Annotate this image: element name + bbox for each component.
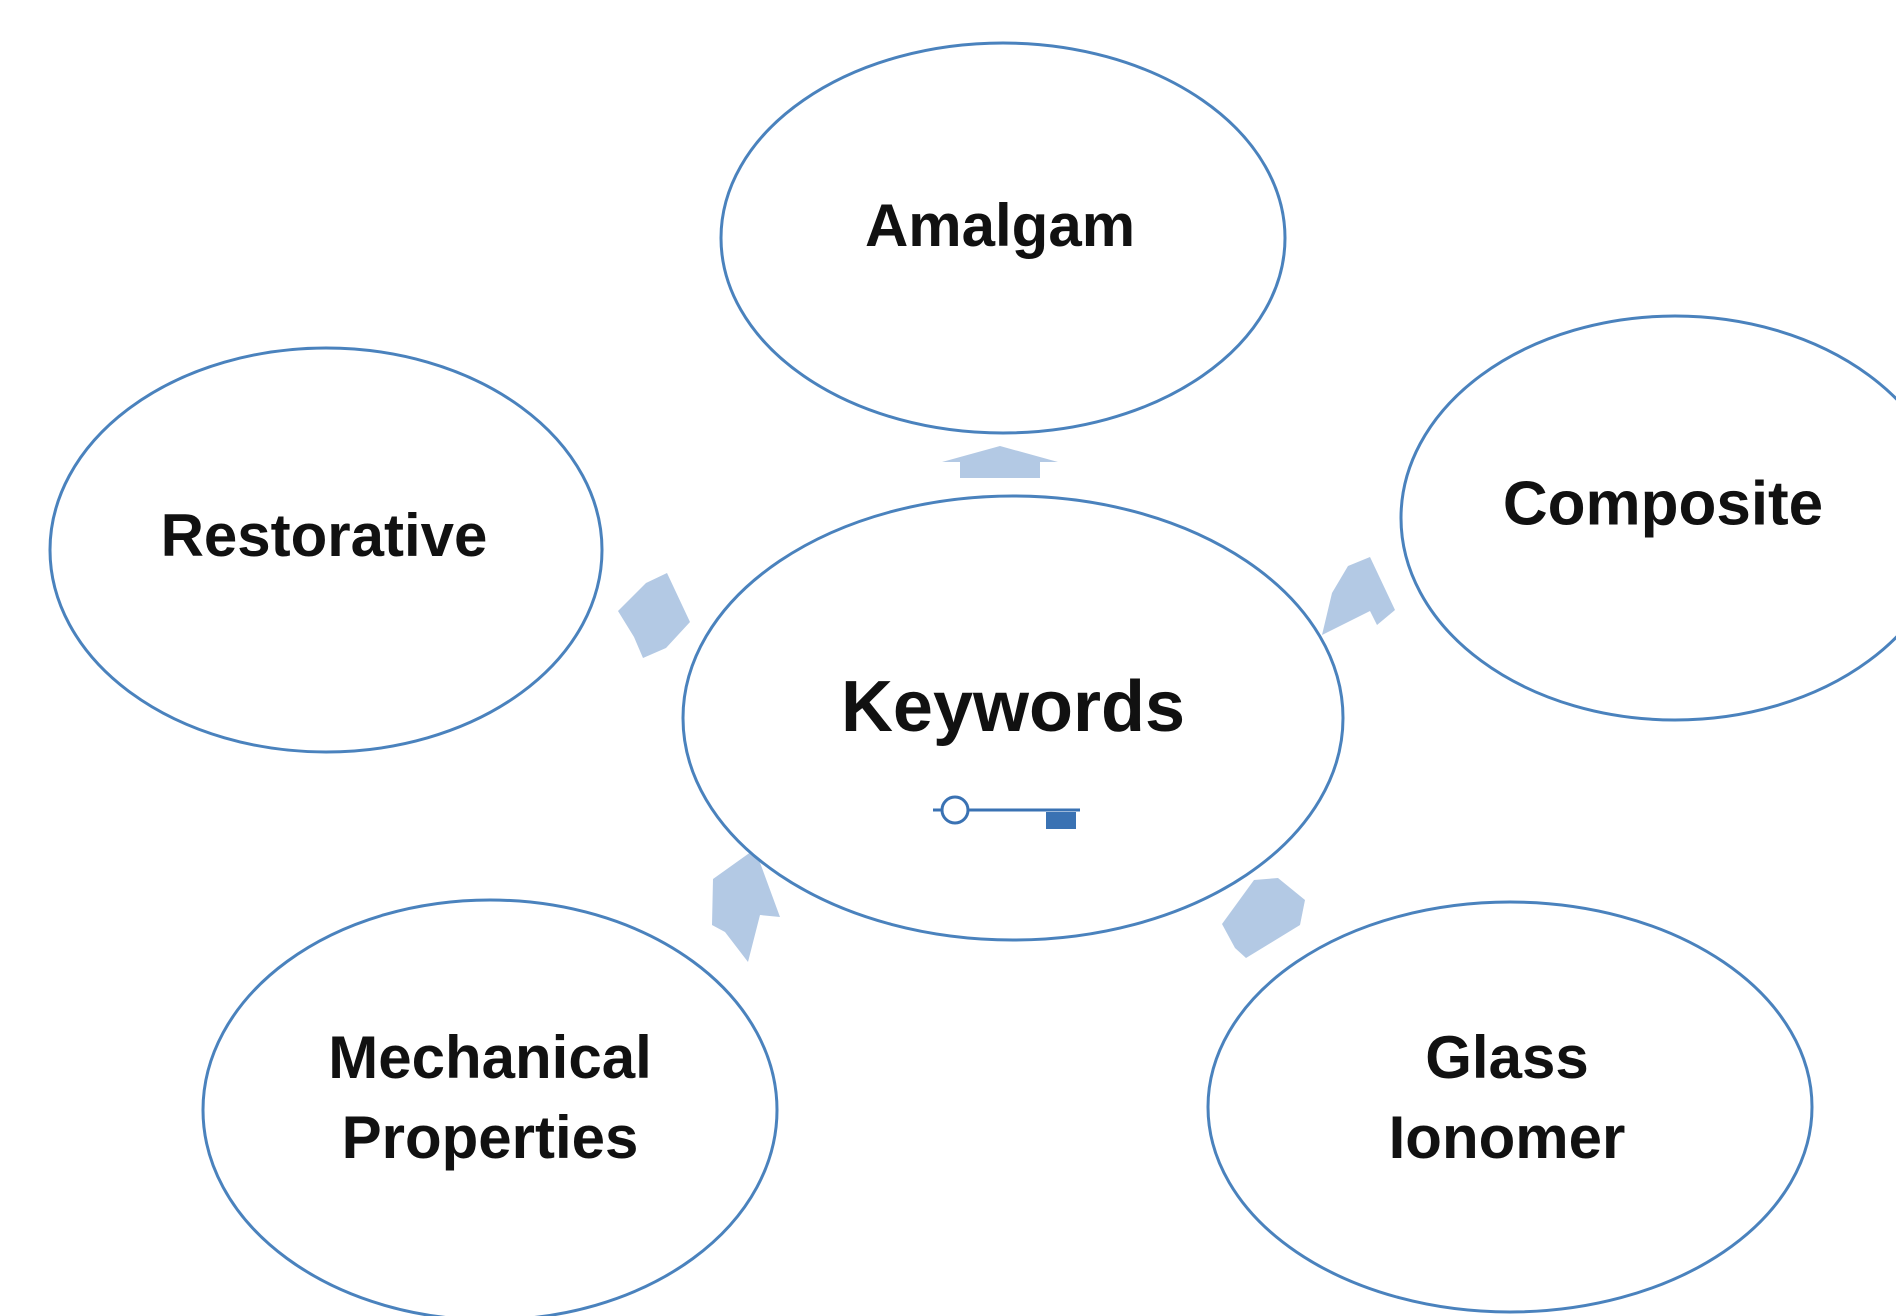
arrow-to-restorative	[618, 573, 690, 658]
restorative-node-ellipse	[48, 346, 604, 754]
center-node-label: Keywords	[841, 667, 1185, 747]
arrow-to-composite	[1322, 557, 1395, 635]
mechanical-node-ellipse	[201, 898, 779, 1316]
restorative-node-label: Restorative	[161, 502, 488, 569]
composite-node-ellipse	[1399, 314, 1896, 722]
composite-node-label: Composite	[1503, 469, 1823, 538]
center-node-ellipse	[681, 494, 1345, 942]
arrow-to-glass	[1222, 878, 1305, 958]
amalgam-node-label: Amalgam	[865, 192, 1135, 259]
glass-node-label-line2: Ionomer	[1389, 1104, 1626, 1171]
glass-node-label-line1: Glass	[1425, 1024, 1588, 1091]
mechanical-node-label-line2: Properties	[342, 1104, 639, 1171]
arrow-to-mechanical	[712, 849, 780, 962]
key-icon	[933, 795, 1080, 829]
mechanical-node-label-line1: Mechanical	[328, 1024, 651, 1091]
amalgam-node-ellipse	[719, 41, 1287, 435]
glass-node-ellipse	[1206, 900, 1814, 1314]
arrow-to-amalgam	[942, 446, 1058, 478]
